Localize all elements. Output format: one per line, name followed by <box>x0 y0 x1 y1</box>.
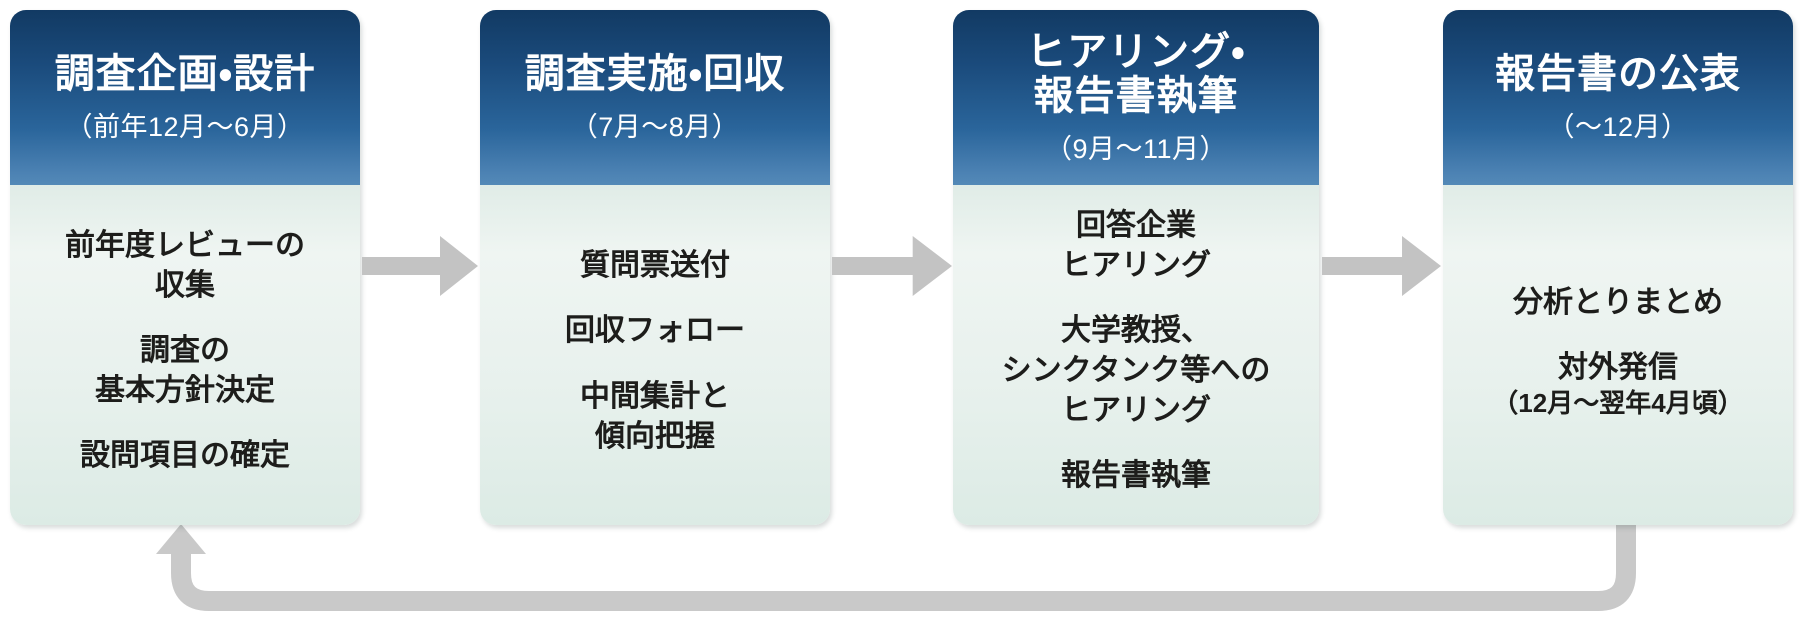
stage-task-line: （12月～翌年4月頃） <box>1492 387 1744 418</box>
flow-arrow-icon <box>1322 236 1441 296</box>
stage-header: ヒアリング・報告書執筆 （9月～11月） <box>953 10 1319 185</box>
stage-body: 分析とりまとめ対外発信（12月～翌年4月頃） <box>1443 185 1793 525</box>
stage-task-line: ヒアリング <box>1061 393 1211 427</box>
stage-task: 回答企業ヒアリング <box>1061 206 1211 285</box>
stage-task-line: 収集 <box>155 268 215 302</box>
stage-task-line: 調査の <box>140 334 230 368</box>
stage-title-line: 調査実施・回収 <box>524 51 786 96</box>
stage-task-line: 回収フォロー <box>565 314 745 348</box>
flow-arrow-icon <box>362 236 478 296</box>
stage-box-4: 報告書の公表（～12月）分析とりまとめ対外発信（12月～翌年4月頃） <box>1443 10 1793 525</box>
stage-task-line: 分析とりまとめ <box>1513 285 1723 319</box>
stage-task: 前年度レビューの収集 <box>65 226 305 305</box>
stage-task: 大学教授、シンクタンク等へのヒアリング <box>1002 311 1271 430</box>
stage-task-line: 傾向把握 <box>595 419 715 453</box>
stage-task: 質問票送付 <box>580 246 730 286</box>
stage-period: （～12月） <box>1547 111 1689 142</box>
stage-header: 調査企画・設計 （前年12月～6月） <box>10 10 360 185</box>
stage-task-line: 質問票送付 <box>580 248 730 282</box>
stage-period: （前年12月～6月） <box>65 111 305 142</box>
stage-task-line: 基本方針決定 <box>95 373 275 407</box>
stage-task: 回収フォロー <box>565 311 745 351</box>
stage-task-line: 前年度レビューの <box>65 229 305 263</box>
stage-task: 分析とりまとめ <box>1513 283 1723 323</box>
stage-body: 回答企業ヒアリング大学教授、シンクタンク等へのヒアリング報告書執筆 <box>953 185 1319 525</box>
stage-title-line: 報告書の公表 <box>1495 51 1741 96</box>
stage-task: 報告書執筆 <box>1061 456 1211 496</box>
stage-title: 報告書の公表 <box>1495 52 1741 96</box>
stage-title-line: ヒアリング・ <box>1026 29 1246 74</box>
stage-body: 質問票送付回収フォロー中間集計と傾向把握 <box>480 185 830 525</box>
stage-task: 設問項目の確定 <box>80 436 290 476</box>
stage-title: 調査実施・回収 <box>525 52 786 96</box>
stage-body: 前年度レビューの収集調査の基本方針決定設問項目の確定 <box>10 185 360 525</box>
stage-period: （9月～11月） <box>1044 133 1228 164</box>
stage-task: 調査の基本方針決定 <box>95 331 275 410</box>
stage-task-line: 回答企業 <box>1076 209 1196 243</box>
stage-task-line: 大学教授、 <box>1061 314 1211 348</box>
stage-task-line: ヒアリング <box>1061 248 1211 282</box>
stage-task: 中間集計と傾向把握 <box>580 377 730 456</box>
stage-task-line: 設問項目の確定 <box>80 439 290 473</box>
stage-task-line: 中間集計と <box>580 380 730 413</box>
stage-title: 調査企画・設計 <box>55 52 316 96</box>
stage-task-line: 対外発信 <box>1557 351 1678 385</box>
stage-box-2: 調査実施・回収 （7月～8月） 質問票送付回収フォロー中間集計と傾向把握 <box>480 10 830 525</box>
stage-header: 報告書の公表 （～12月） <box>1443 10 1793 185</box>
stage-box-1: 調査企画・設計 （前年12月～6月） 前年度レビューの収集調査の基本方針決定設問項目… <box>10 10 360 525</box>
flow-arrow-icon <box>832 236 952 296</box>
stage-task: 対外発信（12月～翌年4月頃） <box>1492 348 1743 419</box>
stage-title-line: 調査企画・設計 <box>54 51 316 96</box>
stage-header: 調査実施・回収 （7月～8月） <box>480 10 830 185</box>
stage-box-3: ヒアリング・報告書執筆（9月～11月）回答企業ヒアリング大学教授、シンクタンク等… <box>953 10 1319 525</box>
stage-title-line: 報告書執筆 <box>1033 73 1239 118</box>
stage-period: （7月～8月） <box>570 111 740 142</box>
stage-task-line: 報告書執筆 <box>1061 459 1211 493</box>
stage-title: ヒアリング・報告書執筆 <box>1026 30 1246 118</box>
stage-task-line: シンクタンク等への <box>1001 354 1271 387</box>
